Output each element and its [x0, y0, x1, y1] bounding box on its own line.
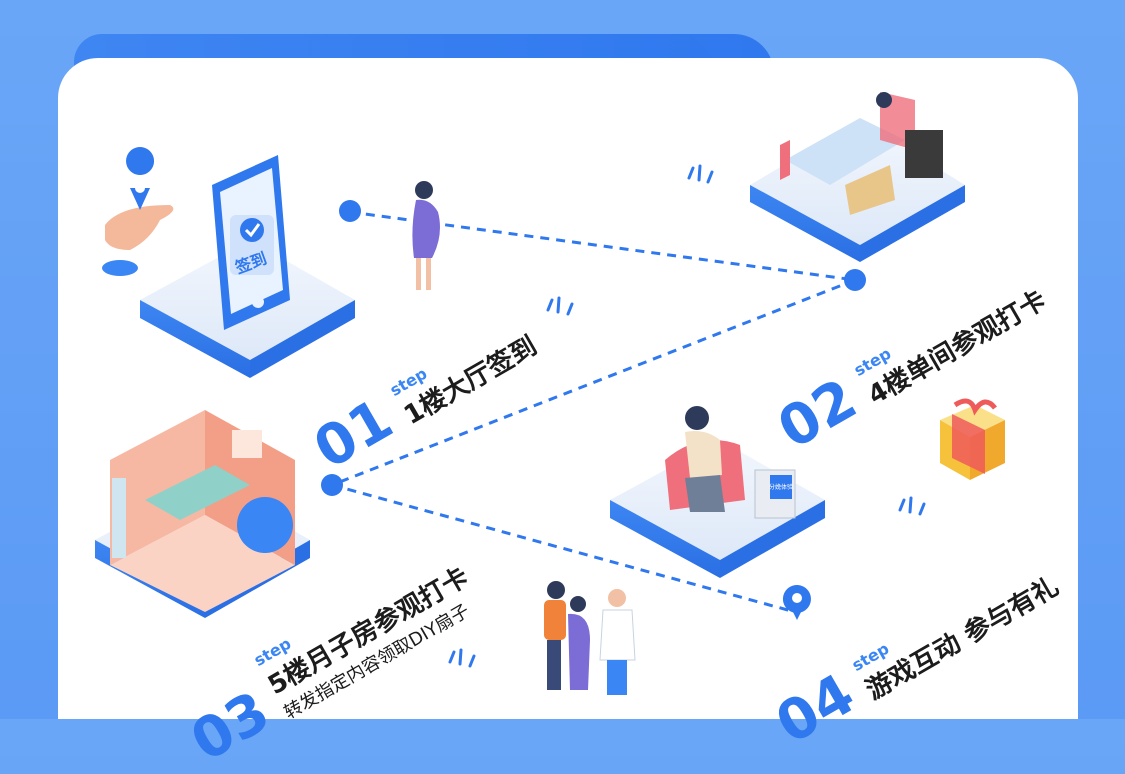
- pregnant-woman-figure: [412, 181, 440, 290]
- route-nodes: [321, 200, 866, 496]
- page-title: 幸孕现场时刻爱意: [116, 48, 524, 114]
- family-doctor-figures: [544, 581, 636, 695]
- illustration-layer: 签到: [95, 92, 1005, 695]
- hospital-bed-icon: [780, 92, 943, 215]
- sparkle-icon: [448, 164, 926, 668]
- step-03-number: 03: [180, 679, 281, 774]
- device-sign-text: 分娩体验: [769, 483, 793, 491]
- location-pin-icon: [782, 585, 811, 620]
- title-sub: 时刻爱意: [332, 57, 524, 111]
- man-sofa-icon: 分娩体验: [665, 406, 796, 519]
- phone-checkin-icon: 签到: [212, 155, 290, 330]
- suite-room-icon: [110, 410, 295, 612]
- gift-box-icon: [940, 398, 1005, 480]
- title-main: 幸孕现场: [116, 57, 308, 111]
- hand-location-icon: [102, 147, 174, 276]
